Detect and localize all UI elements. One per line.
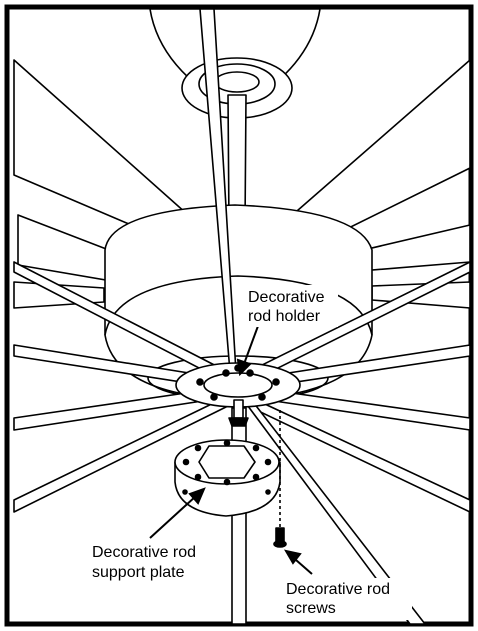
callout-screws: Decorative rod screws — [282, 578, 412, 620]
support-plate-arrow — [149, 487, 206, 539]
screw — [273, 410, 287, 548]
support-plate-label-line2: support plate — [92, 564, 185, 581]
center-bolt — [228, 399, 249, 427]
screws-label-line1: Decorative rod — [286, 581, 390, 598]
support-plate — [174, 439, 281, 517]
rod-holder-hub — [175, 362, 301, 408]
rod-holder-label-line1: Decorative — [248, 289, 325, 306]
rod-holder-arrow — [236, 325, 259, 377]
callout-support-plate: Decorative rod support plate — [88, 540, 224, 582]
callout-rod-holder: Decorative rod holder — [244, 285, 338, 327]
screws-label-line2: screws — [286, 600, 336, 617]
rod-holder-label-line2: rod holder — [248, 308, 321, 325]
screws-arrow — [283, 549, 313, 575]
support-plate-label-line1: Decorative rod — [92, 544, 196, 561]
